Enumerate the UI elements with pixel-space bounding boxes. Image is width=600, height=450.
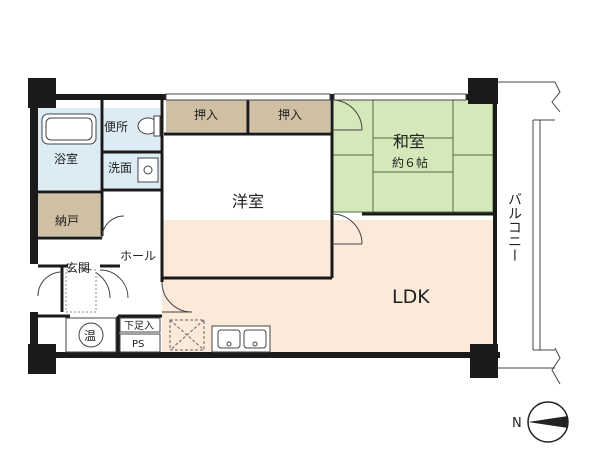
label-hall: ホール (120, 249, 156, 263)
sink-counter (211, 325, 271, 353)
balcony (497, 81, 561, 385)
label-toilet: 便所 (104, 120, 128, 134)
label-balcony: バルコニー (506, 192, 522, 262)
closet-right-floor (250, 98, 330, 132)
label-washroom: 洗面 (108, 161, 132, 175)
label-shoe-closet: 下足入 (124, 320, 154, 332)
compass-north-label: N (512, 416, 522, 431)
label-entrance: 玄関 (66, 260, 90, 275)
water-heater (65, 317, 117, 353)
label-japanese-room-size: 約６帖 (392, 155, 428, 170)
bathtub (41, 113, 97, 145)
windows (165, 93, 467, 101)
label-water-heater: 温 (84, 329, 96, 343)
label-storage: 納戸 (55, 214, 79, 228)
closet-left-floor (166, 98, 247, 132)
label-western-room: 洋室 (232, 192, 264, 211)
fridge-space (169, 319, 205, 351)
washbasin (137, 157, 159, 183)
door-swings (37, 99, 363, 313)
compass: N (512, 401, 569, 443)
label-pipe-space: PS (132, 339, 144, 350)
interior-walls (38, 100, 493, 352)
label-bathroom: 浴室 (54, 151, 78, 166)
storage-floor (38, 194, 100, 236)
toilet-fixture (137, 115, 161, 137)
pipe-space-box (119, 333, 161, 353)
label-japanese-room: 和室 (393, 132, 425, 151)
compass-needle (528, 416, 568, 428)
entrance-step (65, 269, 97, 313)
label-ldk: LDK (392, 286, 430, 308)
label-closet-right: 押入 (278, 108, 302, 122)
shoe-closet-box (119, 317, 161, 333)
label-closet-left: 押入 (194, 108, 218, 122)
